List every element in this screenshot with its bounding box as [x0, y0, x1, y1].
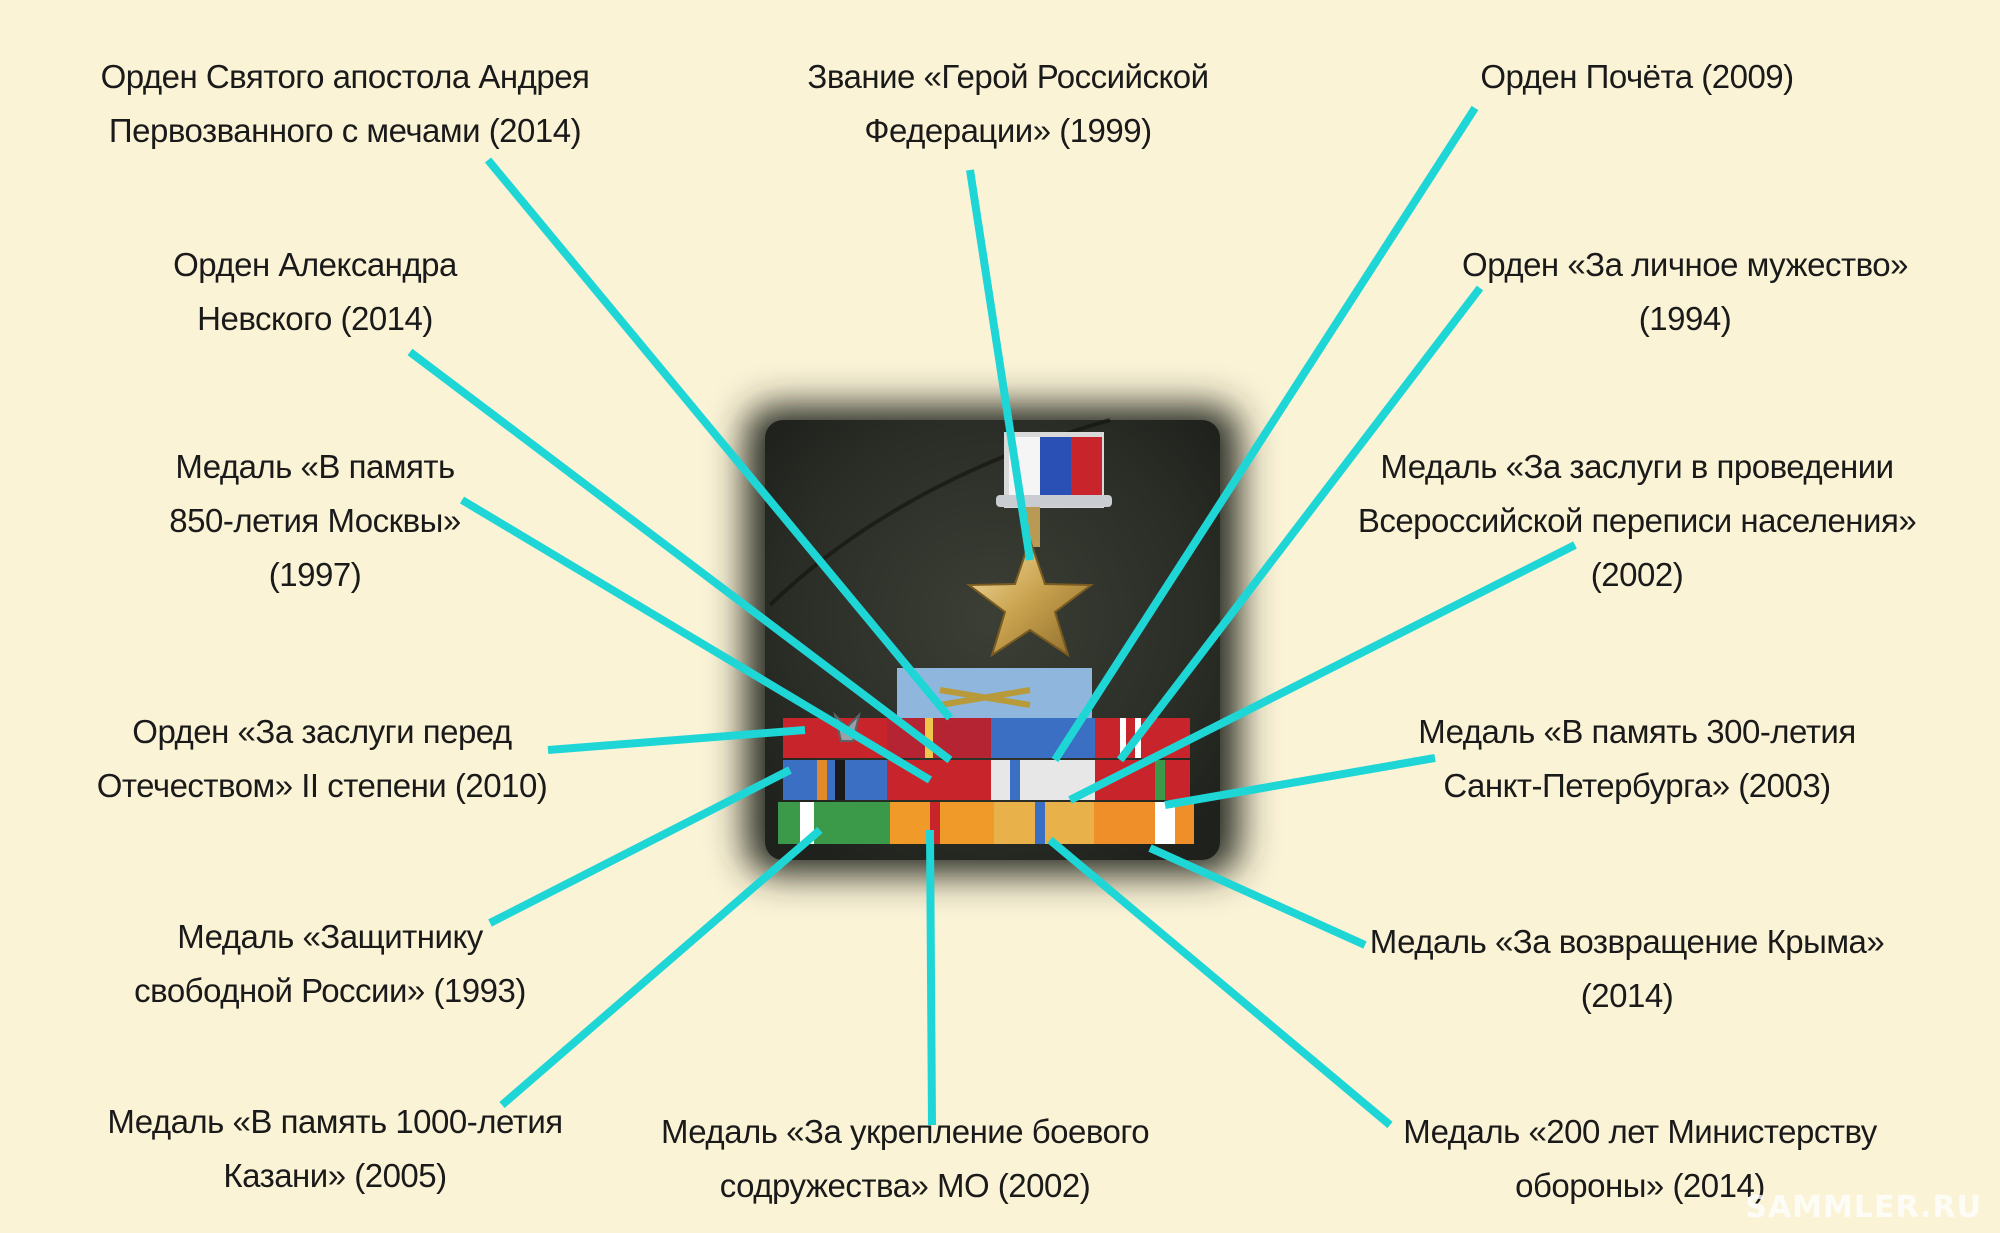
label-line: Невского (2014) — [197, 300, 433, 337]
leader-line-nevsky — [407, 348, 953, 764]
label-line: (2014) — [1580, 977, 1674, 1014]
label-line: Медаль «В память 300-летия — [1418, 713, 1856, 750]
label-line: (1997) — [268, 556, 362, 593]
label-line: Казани» (2005) — [223, 1157, 447, 1194]
label-line: свободной России» (1993) — [134, 972, 526, 1009]
label-crimea: Медаль «За возвращение Крыма» (2014) — [1370, 915, 1885, 1023]
label-moscow: Медаль «В память 850-летия Москвы» (1997) — [169, 440, 461, 602]
leader-line-fatherland — [547, 726, 806, 754]
leader-lines — [407, 105, 1577, 1129]
leader-line-defender — [488, 766, 792, 927]
leader-line-crimea — [1148, 844, 1367, 949]
leader-line-andrew — [484, 157, 954, 721]
label-defender: Медаль «Защитнику свободной России» (1993… — [134, 910, 526, 1018]
leader-line-honor — [1051, 105, 1479, 763]
label-line: Медаль «Защитнику — [177, 918, 483, 955]
leader-line-fellowship — [926, 829, 936, 1126]
label-line: Медаль «В память 1000-летия — [107, 1103, 563, 1140]
label-line: Всероссийской переписи населения» — [1357, 502, 1917, 539]
label-line: Орден Александра — [173, 246, 457, 283]
label-line: Орден Почёта (2009) — [1480, 58, 1794, 95]
label-line: обороны» (2014) — [1515, 1167, 1765, 1204]
leader-line-kazan — [499, 826, 823, 1109]
watermark: SAMMLER.RU — [1745, 1190, 1982, 1225]
gold-star — [966, 536, 1094, 658]
label-courage: Орден «За личное мужество» (1994) — [1462, 238, 1908, 346]
label-line: Медаль «В память — [175, 448, 455, 485]
label-line: Первозванного с мечами (2014) — [108, 112, 582, 149]
label-line: Звание «Герой Российской — [807, 58, 1209, 95]
label-line: Медаль «За заслуги в проведении — [1380, 448, 1894, 485]
label-line: Медаль «За укрепление боевого — [660, 1113, 1150, 1150]
label-line: 850-летия Москвы» — [169, 502, 461, 539]
label-line: Орден Святого апостола Андрея — [100, 58, 590, 95]
label-line: Орден «За личное мужество» — [1462, 246, 1908, 283]
label-line: Орден «За заслуги перед — [132, 713, 512, 750]
leader-line-ministry — [1047, 836, 1393, 1129]
label-line: Медаль «200 лет Министерству — [1403, 1113, 1877, 1150]
label-line: содружества» МО (2002) — [719, 1167, 1091, 1204]
label-line: Медаль «За возвращение Крыма» — [1369, 923, 1885, 960]
label-line: (2002) — [1590, 556, 1684, 593]
label-honor: Орден Почёта (2009) — [1480, 50, 1794, 104]
leader-line-moscow — [459, 496, 933, 784]
leader-line-hero — [966, 169, 1034, 561]
label-fellowship: Медаль «За укрепление боевого содружества… — [660, 1105, 1150, 1213]
leader-line-spb — [1164, 754, 1436, 809]
label-line: (1994) — [1638, 300, 1732, 337]
label-line: Федерации» (1999) — [864, 112, 1152, 149]
leader-line-census — [1068, 541, 1577, 804]
label-line: Отечеством» II степени (2010) — [96, 767, 548, 804]
label-line: Санкт-Петербурга» (2003) — [1443, 767, 1831, 804]
label-ministry: Медаль «200 лет Министерству обороны» (20… — [1403, 1105, 1877, 1213]
leader-line-courage — [1116, 285, 1484, 763]
